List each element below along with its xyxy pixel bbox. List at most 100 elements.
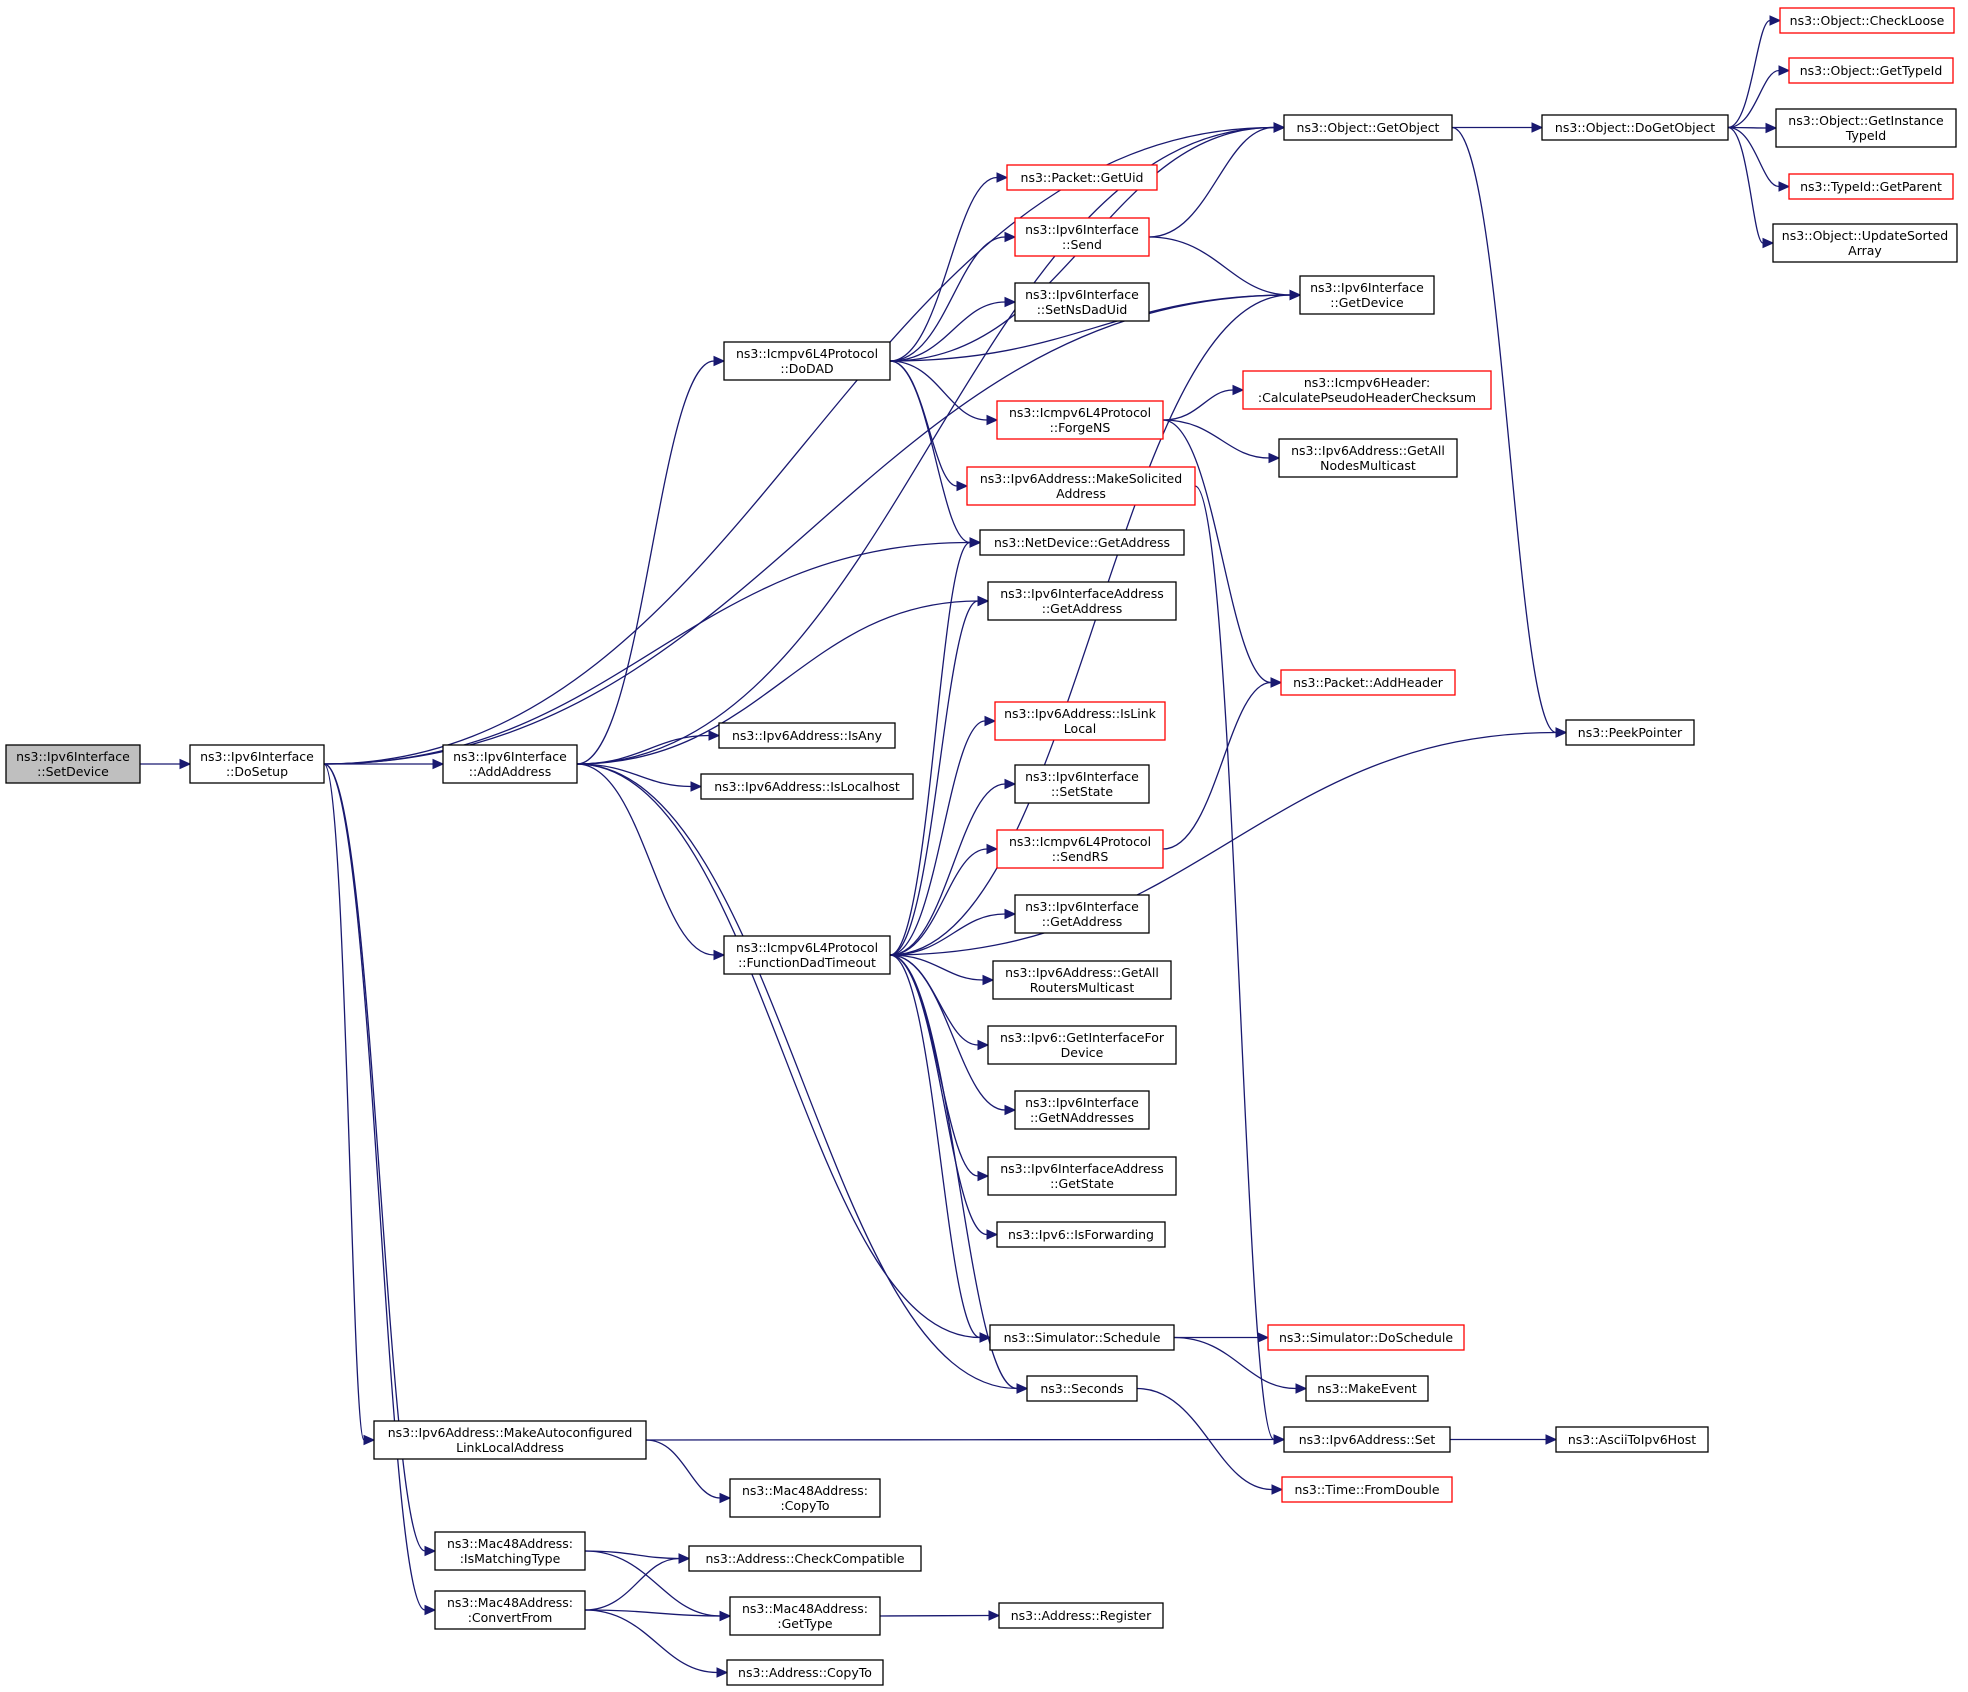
node-box[interactable] xyxy=(966,466,1196,506)
node-box[interactable] xyxy=(994,701,1166,741)
node-setdevice[interactable]: ns3::Ipv6Interface::SetDevice xyxy=(5,744,141,784)
node-box[interactable] xyxy=(729,1596,881,1636)
node-box[interactable] xyxy=(189,744,325,784)
node-box[interactable] xyxy=(992,960,1172,1000)
node-box[interactable] xyxy=(1555,1426,1709,1453)
node-forgens[interactable]: ns3::Icmpv6L4Protocol::ForgeNS xyxy=(996,400,1164,440)
node-box[interactable] xyxy=(1014,282,1150,322)
node-box[interactable] xyxy=(700,773,914,800)
node-sendrs[interactable]: ns3::Icmpv6L4Protocol::SendRS xyxy=(996,829,1164,869)
node-netdevgetaddr[interactable]: ns3::NetDevice::GetAddress xyxy=(979,529,1185,556)
node-dosetup[interactable]: ns3::Ipv6Interface::DoSetup xyxy=(189,744,325,784)
node-checkloose[interactable]: ns3::Object::CheckLoose xyxy=(1779,7,1955,34)
node-box[interactable] xyxy=(1299,275,1435,315)
node-box[interactable] xyxy=(987,1025,1177,1065)
node-ifaddrgetaddr[interactable]: ns3::Ipv6InterfaceAddress::GetAddress xyxy=(987,581,1177,621)
node-box[interactable] xyxy=(1014,1090,1150,1130)
node-getobject[interactable]: ns3::Object::GetObject xyxy=(1283,114,1453,141)
node-mac48convert[interactable]: ns3::Mac48Address::ConvertFrom xyxy=(434,1590,586,1630)
node-box[interactable] xyxy=(688,1545,922,1572)
node-box[interactable] xyxy=(1779,7,1955,34)
node-box[interactable] xyxy=(1281,1476,1453,1503)
node-isany[interactable]: ns3::Ipv6Address::IsAny xyxy=(718,722,896,749)
node-box[interactable] xyxy=(723,341,891,381)
node-box[interactable] xyxy=(729,1478,881,1518)
node-doschedule[interactable]: ns3::Simulator::DoSchedule xyxy=(1267,1324,1465,1351)
node-box[interactable] xyxy=(1280,669,1456,696)
node-box[interactable] xyxy=(1242,370,1492,410)
node-box[interactable] xyxy=(1014,217,1150,257)
node-addrcopyto[interactable]: ns3::Address::CopyTo xyxy=(726,1659,884,1686)
node-mac48copyto[interactable]: ns3::Mac48Address::CopyTo xyxy=(729,1478,881,1518)
node-box[interactable] xyxy=(987,581,1177,621)
node-ipv6set[interactable]: ns3::Ipv6Address::Set xyxy=(1283,1426,1451,1453)
node-box[interactable] xyxy=(1775,108,1957,148)
node-dogetobject[interactable]: ns3::Object::DoGetObject xyxy=(1541,114,1729,141)
node-box[interactable] xyxy=(373,1420,647,1460)
node-asciitoipv6[interactable]: ns3::AsciiToIpv6Host xyxy=(1555,1426,1709,1453)
node-schedule[interactable]: ns3::Simulator::Schedule xyxy=(989,1324,1175,1351)
node-getdevice[interactable]: ns3::Ipv6Interface::GetDevice xyxy=(1299,275,1435,315)
node-box[interactable] xyxy=(996,1221,1166,1248)
node-gettypeid[interactable]: ns3::Object::GetTypeId xyxy=(1788,57,1954,84)
node-box[interactable] xyxy=(1026,1375,1138,1402)
node-box[interactable] xyxy=(1283,114,1453,141)
node-box[interactable] xyxy=(726,1659,884,1686)
node-peekpointer[interactable]: ns3::PeekPointer xyxy=(1565,719,1695,746)
node-box[interactable] xyxy=(1788,57,1954,84)
node-box[interactable] xyxy=(989,1324,1175,1351)
node-box[interactable] xyxy=(1788,173,1954,200)
node-box[interactable] xyxy=(1565,719,1695,746)
node-box[interactable] xyxy=(1283,1426,1451,1453)
node-checkcompat[interactable]: ns3::Address::CheckCompatible xyxy=(688,1545,922,1572)
node-box[interactable] xyxy=(723,935,891,975)
node-box[interactable] xyxy=(1278,438,1458,478)
node-fdt[interactable]: ns3::Icmpv6L4Protocol::FunctionDadTimeou… xyxy=(723,935,891,975)
node-setnsdaduid[interactable]: ns3::Ipv6Interface::SetNsDadUid xyxy=(1014,282,1150,322)
node-box[interactable] xyxy=(1014,894,1150,934)
node-box[interactable] xyxy=(996,400,1164,440)
node-box[interactable] xyxy=(996,829,1164,869)
node-box[interactable] xyxy=(1014,764,1150,804)
node-box[interactable] xyxy=(987,1156,1177,1196)
node-box[interactable] xyxy=(434,1531,586,1571)
node-box[interactable] xyxy=(979,529,1185,556)
node-mac48gettype[interactable]: ns3::Mac48Address::GetType xyxy=(729,1596,881,1636)
node-mac48ismatch[interactable]: ns3::Mac48Address::IsMatchingType xyxy=(434,1531,586,1571)
node-seconds[interactable]: ns3::Seconds xyxy=(1026,1375,1138,1402)
node-box[interactable] xyxy=(1006,164,1158,191)
node-makeevent[interactable]: ns3::MakeEvent xyxy=(1305,1375,1429,1402)
node-isforwarding[interactable]: ns3::Ipv6::IsForwarding xyxy=(996,1221,1166,1248)
node-box[interactable] xyxy=(442,744,578,784)
node-addheader[interactable]: ns3::Packet::AddHeader xyxy=(1280,669,1456,696)
node-box[interactable] xyxy=(434,1590,586,1630)
node-box[interactable] xyxy=(1541,114,1729,141)
node-addaddress[interactable]: ns3::Ipv6Interface::AddAddress xyxy=(442,744,578,784)
node-box[interactable] xyxy=(1772,223,1958,263)
node-box[interactable] xyxy=(1305,1375,1429,1402)
node-setstate[interactable]: ns3::Ipv6Interface::SetState xyxy=(1014,764,1150,804)
node-send[interactable]: ns3::Ipv6Interface::Send xyxy=(1014,217,1150,257)
node-box[interactable] xyxy=(998,1602,1164,1629)
node-getparent[interactable]: ns3::TypeId::GetParent xyxy=(1788,173,1954,200)
node-box[interactable] xyxy=(1267,1324,1465,1351)
node-makeautoll[interactable]: ns3::Ipv6Address::MakeAutoconfiguredLink… xyxy=(373,1420,647,1460)
node-getnaddresses[interactable]: ns3::Ipv6Interface::GetNAddresses xyxy=(1014,1090,1150,1130)
node-islocalhost[interactable]: ns3::Ipv6Address::IsLocalhost xyxy=(700,773,914,800)
node-dodad[interactable]: ns3::Icmpv6L4Protocol::DoDAD xyxy=(723,341,891,381)
node-box[interactable] xyxy=(5,744,141,784)
node-fromdouble[interactable]: ns3::Time::FromDouble xyxy=(1281,1476,1453,1503)
node-calcpseudo[interactable]: ns3::Icmpv6Header::CalculatePseudoHeader… xyxy=(1242,370,1492,410)
node-addrregister[interactable]: ns3::Address::Register xyxy=(998,1602,1164,1629)
node-box[interactable] xyxy=(718,722,896,749)
node-ifaddrgetstate[interactable]: ns3::Ipv6InterfaceAddress::GetState xyxy=(987,1156,1177,1196)
node-getuid[interactable]: ns3::Packet::GetUid xyxy=(1006,164,1158,191)
node-ifgetaddress[interactable]: ns3::Ipv6Interface::GetAddress xyxy=(1014,894,1150,934)
